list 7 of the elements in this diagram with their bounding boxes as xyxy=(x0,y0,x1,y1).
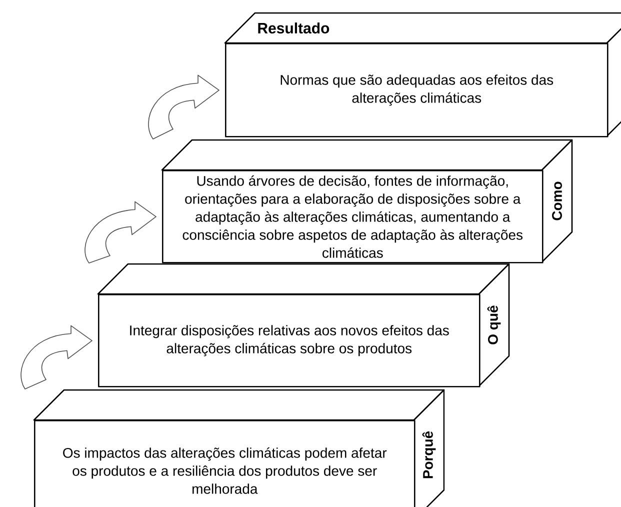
curved-arrow xyxy=(148,74,220,140)
box-label: O quê xyxy=(487,306,501,344)
box-label: Resultado xyxy=(258,22,330,34)
box-label: Como xyxy=(552,182,562,220)
curved-arrow xyxy=(84,201,156,264)
curved-arrow xyxy=(20,325,92,390)
box-label: Porquê xyxy=(422,431,436,478)
